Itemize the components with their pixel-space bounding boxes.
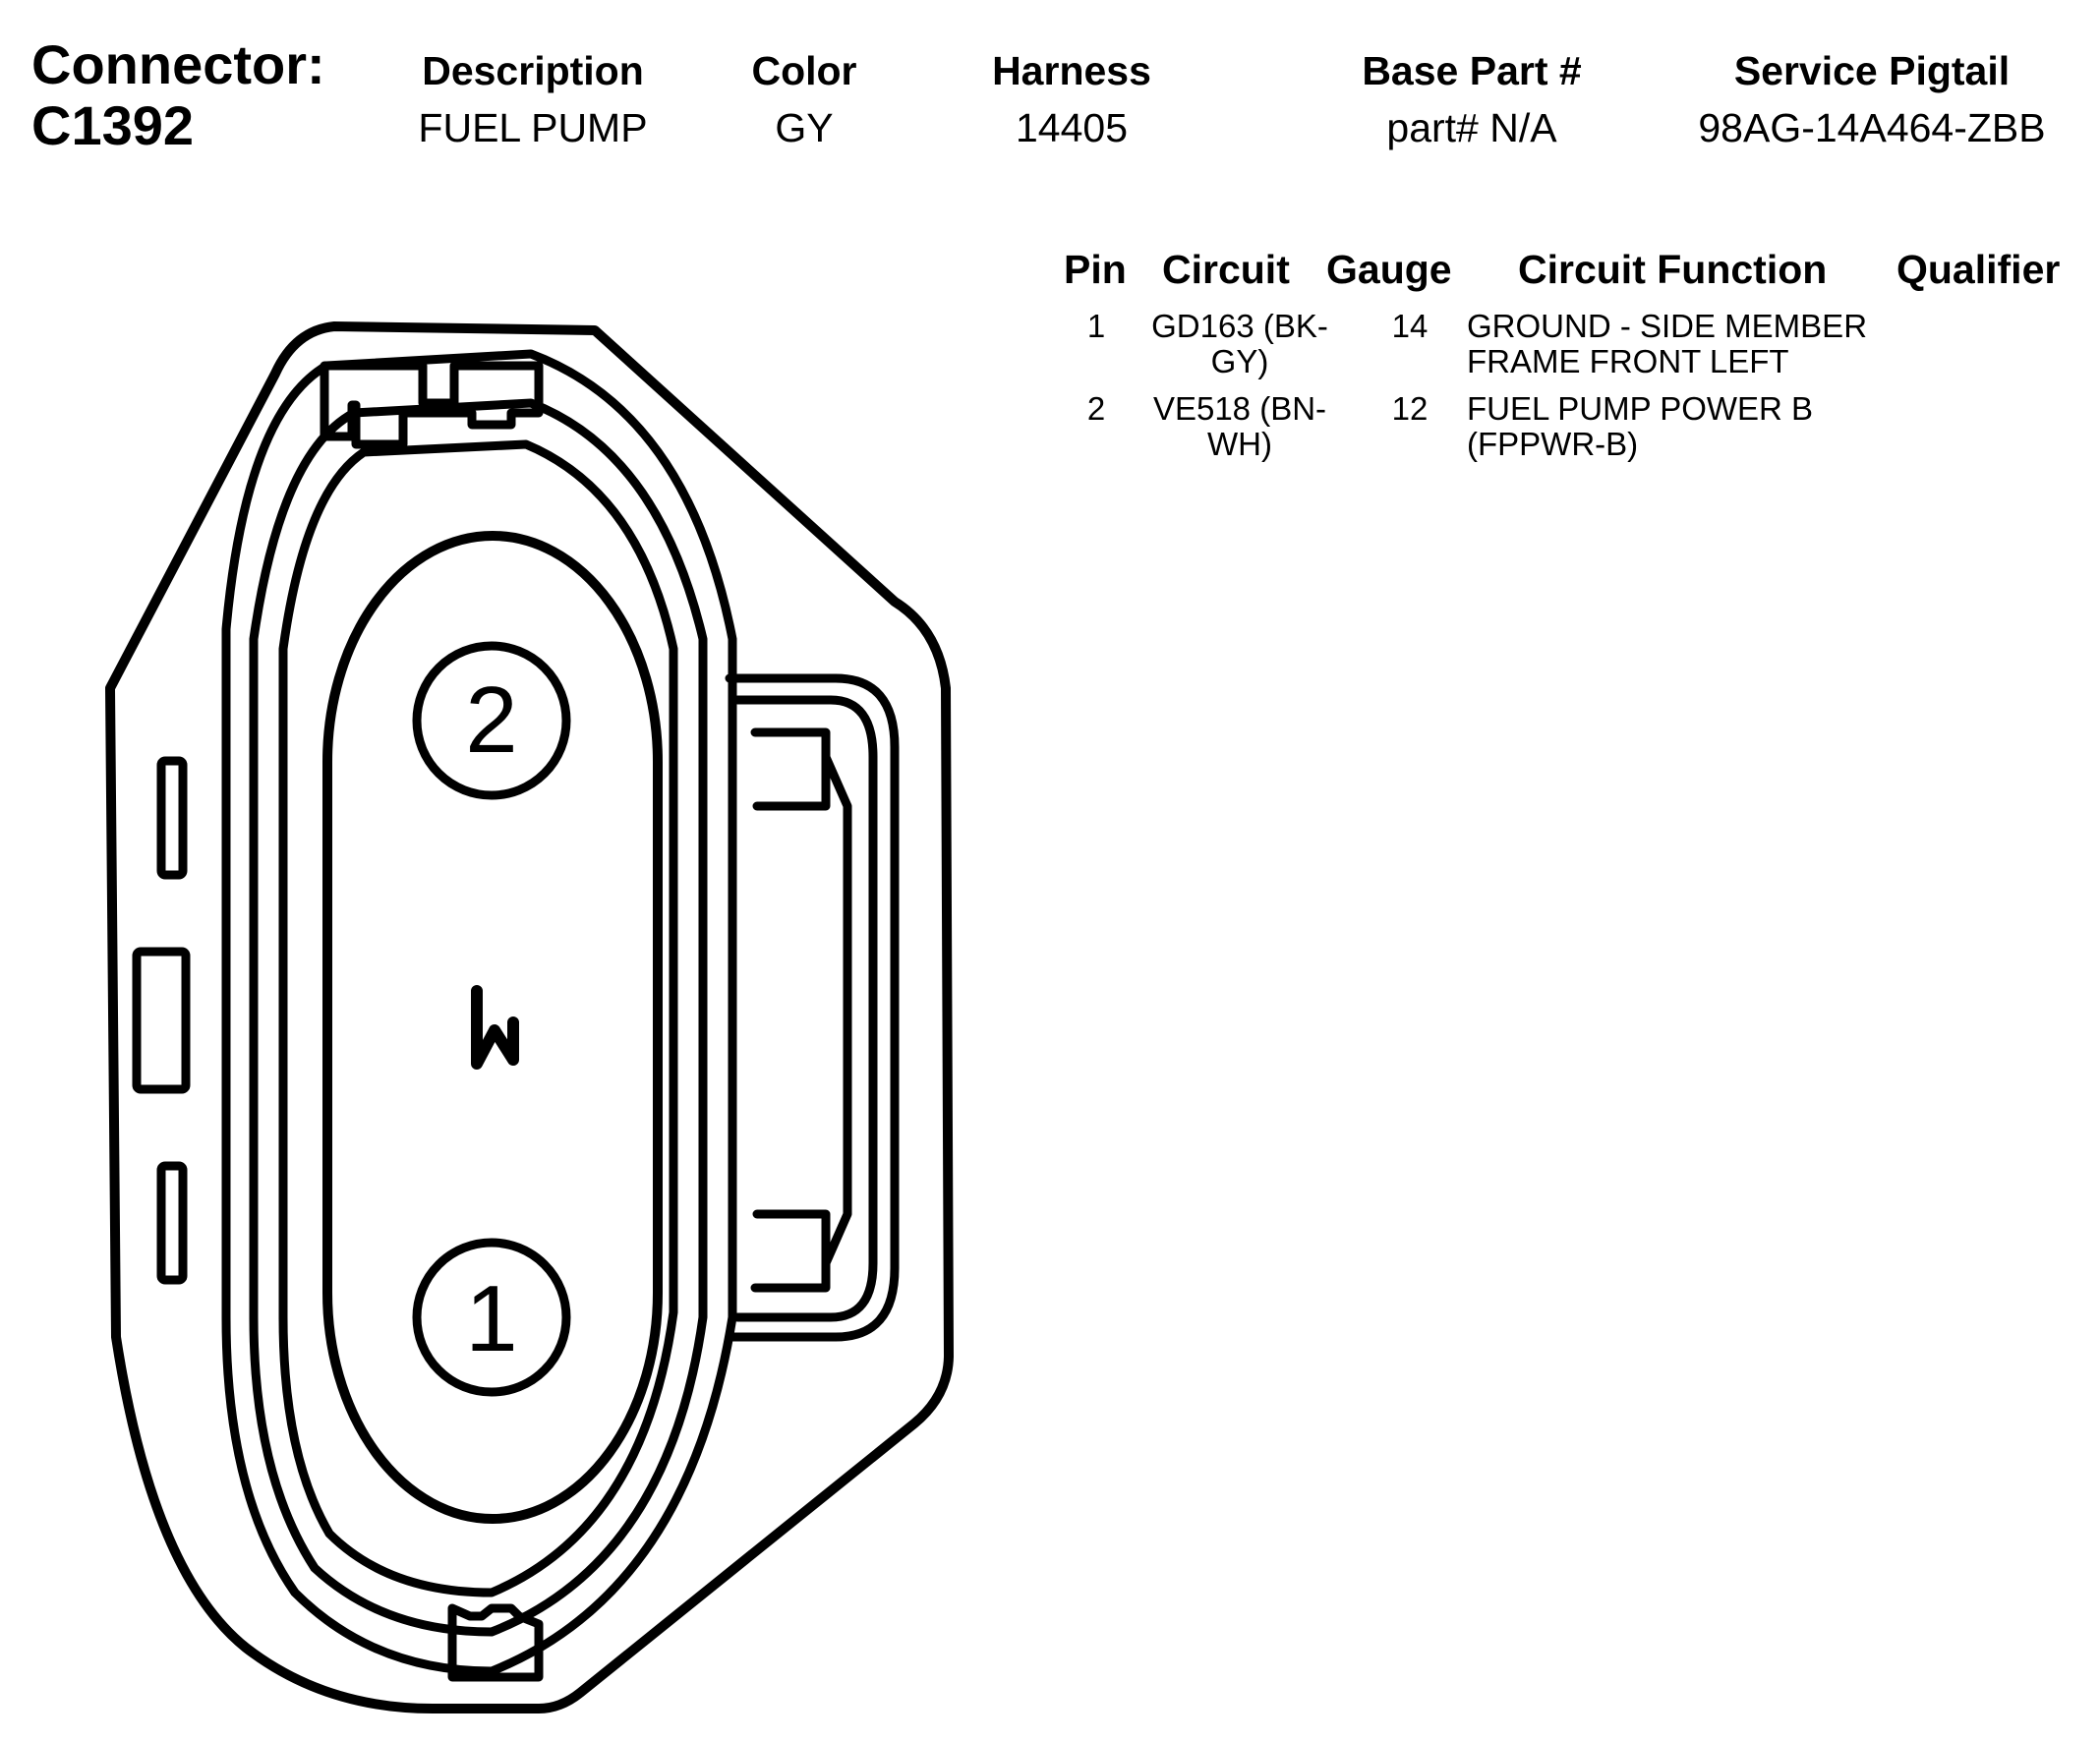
table-row: 2 VE518 (BN- WH) 12 FUEL PUMP POWER B (F… [1054,391,2096,474]
shroud-innermost-wall [278,439,678,1597]
pin-gauge: 14 [1391,308,1429,344]
header-color-value: GY [775,105,834,150]
header-service-pigtail-title: Service Pigtail [1733,48,2011,93]
pin-2-circle [412,641,571,800]
polarization-key-mark [471,985,519,1070]
terminal-cavity [322,531,663,1524]
pin-table-header-gauge: Gauge [1326,247,1452,292]
pin-table-header-circuit: Circuit [1162,247,1290,292]
header-harness-value: 14405 [1015,105,1128,150]
pin-gauge: 12 [1391,390,1429,427]
connector-label: Connector: [31,33,325,95]
header-color-title: Color [751,48,857,93]
header-harness: Harness 14405 [885,47,1258,151]
connector-face-diagram: 2 1 [105,321,954,1713]
bottom-latch-notch [447,1603,544,1682]
pin-circuit-line: VE518 (BN- [1152,390,1327,427]
left-rib-bottom [156,1161,188,1285]
pin-function-line: (FPPWR-B) [1467,426,1639,462]
housing-outer-outline [105,321,954,1713]
header-service-pigtail: Service Pigtail 98AG-14A464-ZBB [1685,47,2059,151]
pin-function: GROUND - SIDE MEMBER FRAME FRONT LEFT [1467,309,1890,379]
header-description-title: Description [422,48,644,93]
header-color: Color GY [617,47,991,151]
pin-number: 1 [1086,308,1106,344]
header-base-part: Base Part # part# N/A [1285,47,1659,151]
top-latch-notch [320,361,544,449]
side-lock-tab-latch [750,727,852,1293]
side-lock-tab-inner [732,695,878,1322]
side-lock-tab-window [752,752,831,1268]
pin-circuit-line: GD163 (BK- [1151,308,1328,344]
header-harness-title: Harness [992,48,1151,93]
pin-function-line: GROUND - SIDE MEMBER [1467,308,1868,344]
table-row: 1 GD163 (BK- GY) 14 GROUND - SIDE MEMBER… [1054,309,2096,391]
header-base-part-title: Base Part # [1362,48,1582,93]
left-rib-middle [132,947,191,1094]
pin-function: FUEL PUMP POWER B (FPPWR-B) [1467,391,1890,462]
pin-table-header-pin: Pin [1064,247,1127,292]
header-service-pigtail-value: 98AG-14A464-ZBB [1698,105,2046,150]
pin-2-label: 2 [465,668,517,773]
pin-circuit-line: GY) [1210,343,1269,379]
shroud-outer-wall [221,349,737,1676]
pin-function-line: FRAME FRONT LEFT [1467,343,1789,379]
pin-circuit: GD163 (BK- GY) [1146,309,1333,379]
pin-number: 2 [1086,390,1106,427]
pin-circuit: VE518 (BN- WH) [1146,391,1333,462]
pin-table-header-function: Circuit Function [1518,247,1828,292]
header-base-part-value: part# N/A [1386,105,1557,150]
pin-table-header-qualifier: Qualifier [1896,247,2061,292]
pin-circuit-line: WH) [1207,426,1272,462]
shroud-inner-wall [249,398,708,1637]
header-description-value: FUEL PUMP [418,105,648,150]
pin-1-circle [412,1238,571,1397]
header-description: Description FUEL PUMP [346,47,720,151]
left-rib-top [156,756,188,880]
side-lock-tab-outer [725,673,900,1342]
pin-1-label: 1 [465,1266,517,1371]
pin-function-line: FUEL PUMP POWER B [1467,390,1814,427]
connector-id: C1392 [31,94,195,156]
